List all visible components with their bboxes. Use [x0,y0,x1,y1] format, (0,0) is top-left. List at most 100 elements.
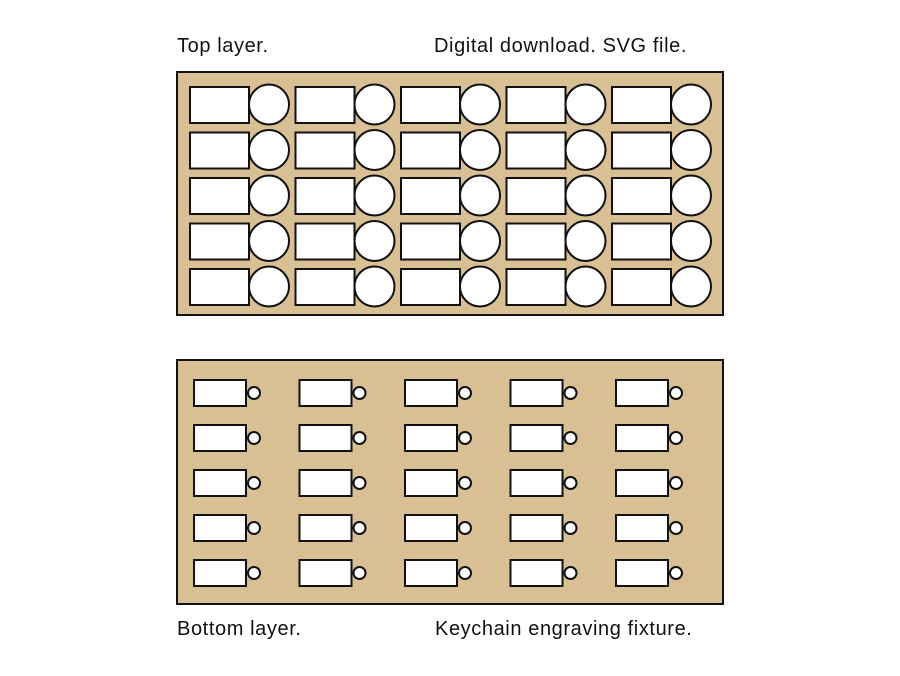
top-slot-ring-cutout [459,83,501,126]
bottom-slot-hole-cutout [669,386,683,400]
bottom-slot-body-cutout [404,559,458,587]
bottom-slot-body-cutout [615,559,669,587]
bottom-slot-hole-cutout [352,476,367,490]
bottom-slot-body-cutout [193,559,247,587]
top-slot-body-cutout [294,177,356,215]
bottom-slot-hole-cutout [247,566,261,580]
bottom-slot-hole-cutout [247,521,261,535]
bottom-slot-hole-cutout [458,476,472,490]
top-slot-ring-cutout [564,174,607,217]
top-slot-ring-cutout [459,129,501,171]
bottom-keychain-slot [404,514,472,542]
top-keychain-slot [505,220,607,262]
bottom-slot-hole-cutout [247,386,261,400]
top-slot-ring-cutout [248,220,290,262]
top-slot-ring-cutout [248,129,290,171]
top-slot-body-cutout [505,86,567,124]
bottom-keychain-slot [193,514,261,542]
top-slot-ring-cutout [670,83,712,126]
bottom-slot-hole-cutout [247,476,261,490]
top-keychain-slot [505,83,607,126]
top-slot-body-cutout [611,177,672,215]
top-slot-body-cutout [294,86,356,124]
bottom-keychain-slot [404,559,472,587]
bottom-keychain-slot [298,424,367,452]
bottom-keychain-slot [404,469,472,497]
bottom-slot-hole-cutout [563,566,578,580]
bottom-slot-hole-cutout [247,431,261,445]
top-keychain-slot [505,265,607,308]
bottom-slot-hole-cutout [563,476,578,490]
top-slot-body-cutout [400,222,461,261]
top-keychain-slot [189,265,290,308]
bottom-keychain-slot [404,379,472,407]
top-slot-ring-cutout [353,265,396,308]
top-slot-ring-cutout [459,174,501,217]
top-keychain-slot [611,220,712,262]
top-keychain-slot [294,129,396,171]
top-slot-ring-cutout [353,83,396,126]
top-slot-body-cutout [505,131,567,170]
top-slot-body-cutout [189,131,250,170]
bottom-slot-hole-cutout [669,431,683,445]
bottom-slot-body-cutout [404,424,458,452]
top-keychain-slot [400,83,501,126]
bottom-keychain-slot [509,379,578,407]
top-slot-ring-cutout [248,265,290,308]
bottom-keychain-slot [509,424,578,452]
bottom-keychain-slot [298,559,367,587]
bottom-slot-hole-cutout [563,431,578,445]
bottom-slot-hole-cutout [669,476,683,490]
bottom-slot-hole-cutout [352,386,367,400]
bottom-slot-hole-cutout [458,386,472,400]
top-slot-body-cutout [611,131,672,170]
top-slot-ring-cutout [459,220,501,262]
top-keychain-slot [611,129,712,171]
bottom-slot-body-cutout [509,514,564,542]
top-keychain-slot [505,174,607,217]
bottom-keychain-slot [509,559,578,587]
top-slot-body-cutout [294,222,356,261]
top-keychain-slot [189,174,290,217]
top-keychain-slot [400,174,501,217]
top-slot-body-cutout [189,86,250,124]
top-keychain-slot [189,83,290,126]
bottom-keychain-slot [298,379,367,407]
bottom-layer-caption: Bottom layer. [177,618,302,640]
top-slot-ring-cutout [459,265,501,308]
top-slot-body-cutout [400,268,461,306]
bottom-slot-body-cutout [193,469,247,497]
bottom-slot-hole-cutout [458,521,472,535]
bottom-keychain-slot [509,469,578,497]
top-slot-body-cutout [400,131,461,170]
top-slot-ring-cutout [564,83,607,126]
top-slot-ring-cutout [564,129,607,171]
top-slot-ring-cutout [353,220,396,262]
bottom-keychain-slot [193,424,261,452]
top-slot-ring-cutout [670,265,712,308]
bottom-keychain-slot [193,379,261,407]
bottom-slot-body-cutout [615,514,669,542]
top-keychain-slot [505,129,607,171]
top-slot-ring-cutout [353,174,396,217]
bottom-slot-body-cutout [509,379,564,407]
top-keychain-slot [294,174,396,217]
top-keychain-slot [189,220,290,262]
bottom-keychain-slot [615,424,683,452]
top-slot-body-cutout [505,177,567,215]
bottom-keychain-slot [298,469,367,497]
bottom-keychain-slot [509,514,578,542]
top-slot-body-cutout [611,222,672,261]
top-keychain-slot [400,129,501,171]
top-slot-body-cutout [294,268,356,306]
top-slot-ring-cutout [248,174,290,217]
bottom-slot-body-cutout [193,379,247,407]
bottom-keychain-slot [193,559,261,587]
bottom-slot-body-cutout [404,379,458,407]
top-slot-body-cutout [189,268,250,306]
bottom-slot-body-cutout [298,559,353,587]
bottom-slot-hole-cutout [458,431,472,445]
top-slot-ring-cutout [670,220,712,262]
bottom-slot-body-cutout [298,469,353,497]
